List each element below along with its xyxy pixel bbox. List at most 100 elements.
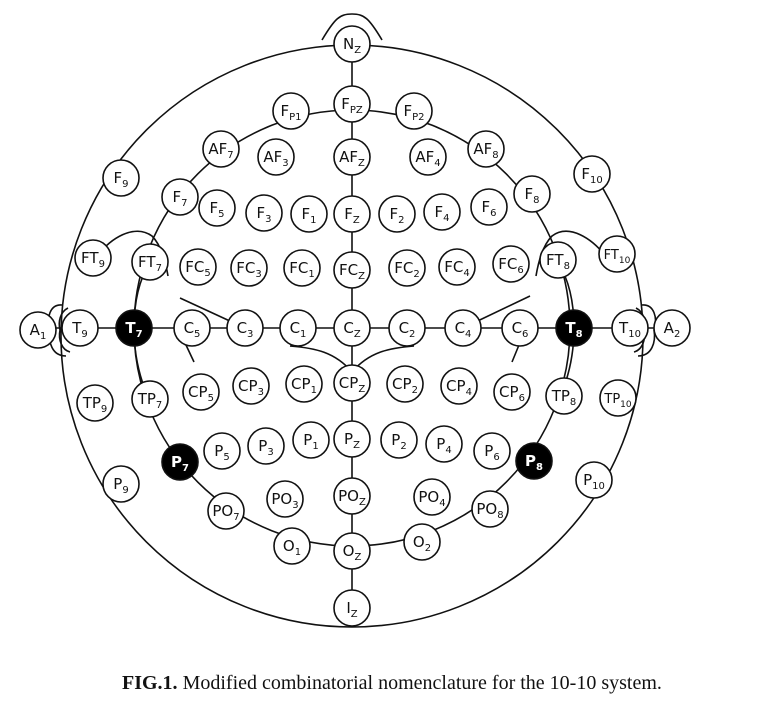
electrode-label-base: AF [208,140,227,158]
electrode-label: C1 [290,319,307,340]
electrode-c5: C5 [173,309,211,347]
electrode-ft9: FT9 [74,239,112,277]
electrode-label-subscript: 6 [517,265,523,276]
electrode-circle [380,421,418,459]
electrode-c6: C6 [501,309,539,347]
electrode-label: P8 [525,452,543,473]
electrode-label: FC2 [394,259,419,280]
electrode-label-base: FT [604,248,619,263]
electrode-label-base: P [113,475,122,493]
electrode-af8: AF8 [467,130,505,168]
electrode-circle [599,379,637,417]
electrode-label: T10 [618,319,641,340]
electrode-label-base: C [343,319,353,337]
electrode-label-subscript: Z [353,215,360,226]
electrode-label-base: FC [394,259,413,277]
electrode-label-base: TP [603,392,620,407]
electrode-label-base: T [618,319,629,337]
electrode-circle [555,309,593,347]
electrode-circle [492,245,530,283]
electrode-label: CP6 [499,383,525,404]
electrode-label-subscript: 4 [434,158,440,169]
electrode-label-base: F [581,165,590,183]
electrode-t8: T8 [555,309,593,347]
electrode-label-subscript: Z [354,552,361,563]
electrode-label-subscript: 4 [466,387,472,398]
electrode-fp2: FP2 [395,92,433,130]
electrode-t9: T9 [61,309,99,347]
electrode-label: AF7 [208,140,233,161]
electrode-label-subscript: 6 [522,329,528,340]
electrode-iz: IZ [333,589,371,627]
electrode-label-base: O [413,533,425,551]
electrode-af7: AF7 [202,130,240,168]
electrode-oz: OZ [333,532,371,570]
electrode-label-subscript: 6 [490,208,496,219]
electrode-label: AF8 [473,140,498,161]
electrode-label: CP4 [446,377,472,398]
electrode-label-subscript: Z [358,271,365,282]
electrode-p1: P1 [292,421,330,459]
electrode-label-base: F [344,205,353,223]
electrode-label-base: F [481,198,490,216]
electrode-circle [395,92,433,130]
electrode-label-base: PO [212,502,233,520]
electrode-fc3: FC3 [230,249,268,287]
electrode-label: TP9 [82,394,108,415]
electrode-label-subscript: 3 [265,214,271,225]
electrode-tp9: TP9 [76,384,114,422]
electrode-circle [333,532,371,570]
electrode-label-subscript: 8 [564,261,570,272]
electrode-label-subscript: 9 [122,485,128,496]
electrode-label-subscript: Z [351,609,358,620]
electrode-label-base: F [209,199,218,217]
electrode-circle [161,178,199,216]
electrode-label-base: P [303,431,312,449]
electrode-label-subscript: 2 [674,329,680,340]
electrode-label-subscript: 1 [308,269,314,280]
electrode-label: CP1 [291,375,317,396]
electrode-label-base: P [258,437,267,455]
electrode-label: P2 [391,431,406,452]
electrode-label-subscript: 2 [398,215,404,226]
electrode-label-base: P [484,442,493,460]
electrode-ft7: FT7 [131,243,169,281]
electrode-label-base: T [71,319,82,337]
electrode-label-base: A [664,319,675,337]
electrode-circle [333,85,371,123]
electrode-label: CP2 [392,375,418,396]
electrode-label-subscript: 1 [310,215,316,226]
electrode-label: T8 [565,319,582,340]
electrode-label: TP8 [551,387,577,408]
electrode-label-subscript: 4 [445,445,451,456]
electrode-nz: NZ [333,25,371,63]
electrode-ft8: FT8 [539,241,577,279]
electrode-f3: F3 [245,194,283,232]
electrode-label: CPZ [339,374,366,395]
electrode-circle [230,249,268,287]
electrode-circle [423,193,461,231]
electrode-afz: AFZ [333,138,371,176]
electrode-circle [386,365,424,403]
electrode-circle [333,138,371,176]
electrode-f8: F8 [513,175,551,213]
electrode-label: FT8 [546,251,570,272]
electrode-label-subscript: 1 [40,331,46,342]
electrode-label: AF3 [263,148,288,169]
electrode-label: P5 [214,442,229,463]
electrode-label-base: F [172,188,181,206]
electrode-label-base: FC [185,258,204,276]
electrode-label: CP5 [188,383,214,404]
electrode-label: T9 [71,319,88,340]
electrode-f4: F4 [423,193,461,231]
electrode-label-subscript: 6 [493,452,499,463]
electrode-label-subscript: 7 [156,400,162,411]
electrode-label: FP1 [280,102,301,123]
electrode-label: F1 [301,205,316,226]
electrode-label: FC4 [444,258,469,279]
electrode-label-base: CP [339,374,359,392]
electrode-label-subscript: Z [353,440,360,451]
electrode-label-subscript: 1 [295,547,301,558]
electrode-label: C2 [399,319,416,340]
